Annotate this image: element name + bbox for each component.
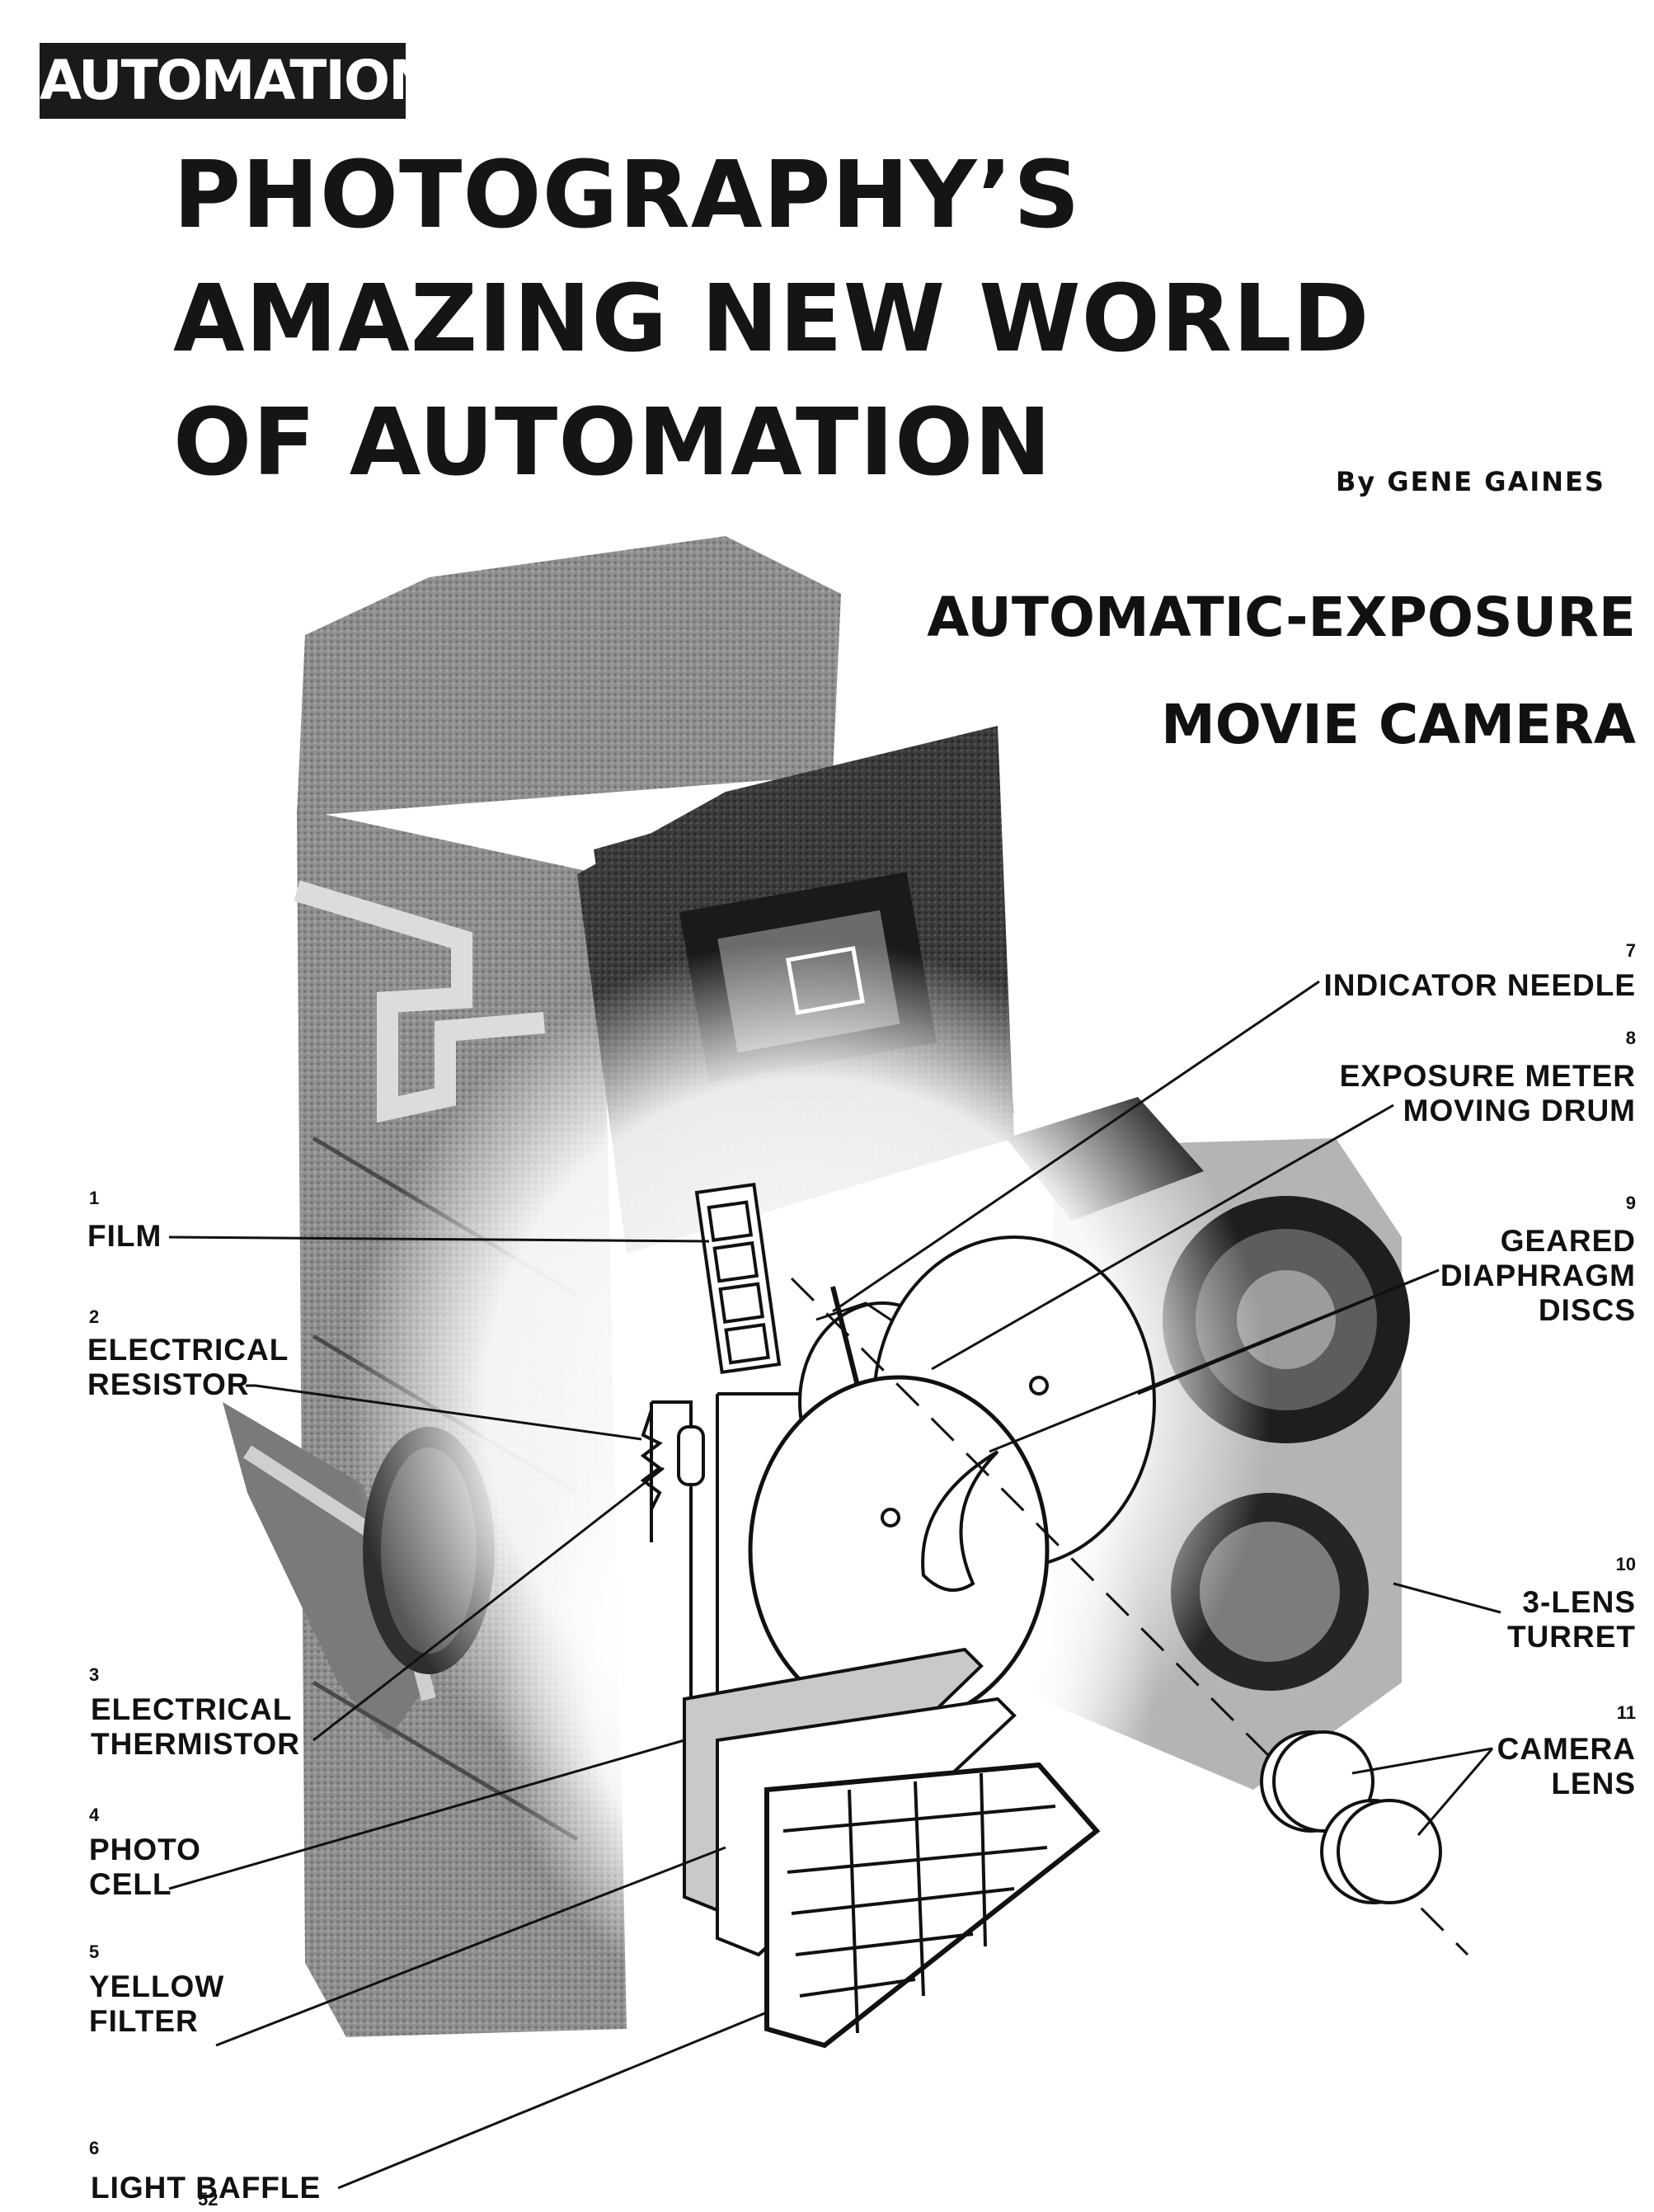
callout-number-10: 10 [1615,1554,1636,1574]
byline: By GENE GAINES [1336,466,1605,497]
callout-label-camera-lens: CAMERA LENS [1497,1732,1636,1800]
callout-label-indicator-needle: INDICATOR NEEDLE [1323,968,1636,1002]
callout-label-electrical-resistor: ELECTRICAL RESISTOR [87,1333,289,1401]
callout-number-3: 3 [89,1664,100,1685]
callout-label-exposure-meter-moving-drum: EXPOSURE METER MOVING DRUM [1339,1059,1636,1127]
callout-number-4: 4 [89,1805,100,1825]
callout-label-geared-diaphragm-discs: GEARED DIAPHRAGM DISCS [1440,1224,1636,1327]
callout-number-8: 8 [1625,1028,1636,1048]
headline-line-2: AMAZING NEW WORLD [173,266,1370,373]
section-tag: AUTOMATION [40,43,434,119]
headline-line-3: OF AUTOMATION [173,389,1052,497]
callout-label-light-baffle: LIGHT BAFFLE [91,2171,322,2205]
callout-number-9: 9 [1625,1193,1636,1213]
callout-number-6: 6 [89,2138,100,2158]
callout-label-3-lens-turret: 3-LENS TURRET [1506,1585,1636,1654]
headline-line-1: PHOTOGRAPHY’S [173,142,1081,249]
callout-number-7: 7 [1625,940,1636,961]
leader-lines [168,980,1501,2190]
subhead-line-2: MOVIE CAMERA [1161,693,1636,756]
callout-label-film: FILM [87,1219,162,1253]
callout-label-photo-cell: PHOTO CELL [89,1833,201,1901]
callout-number-2: 2 [89,1306,100,1327]
callout-label-electrical-thermistor: ELECTRICAL THERMISTOR [91,1692,300,1761]
page-number: 52 [198,2189,218,2210]
callout-number-5: 5 [89,1941,100,1962]
callout-label-yellow-filter: YELLOW FILTER [89,1970,225,2038]
callout-number-1: 1 [89,1188,100,1208]
film-strip-part [694,1182,782,1375]
callout-number-11: 11 [1616,1702,1636,1723]
subhead-line-1: AUTOMATIC-EXPOSURE [927,586,1636,649]
exploded-parts [640,1182,1469,2049]
